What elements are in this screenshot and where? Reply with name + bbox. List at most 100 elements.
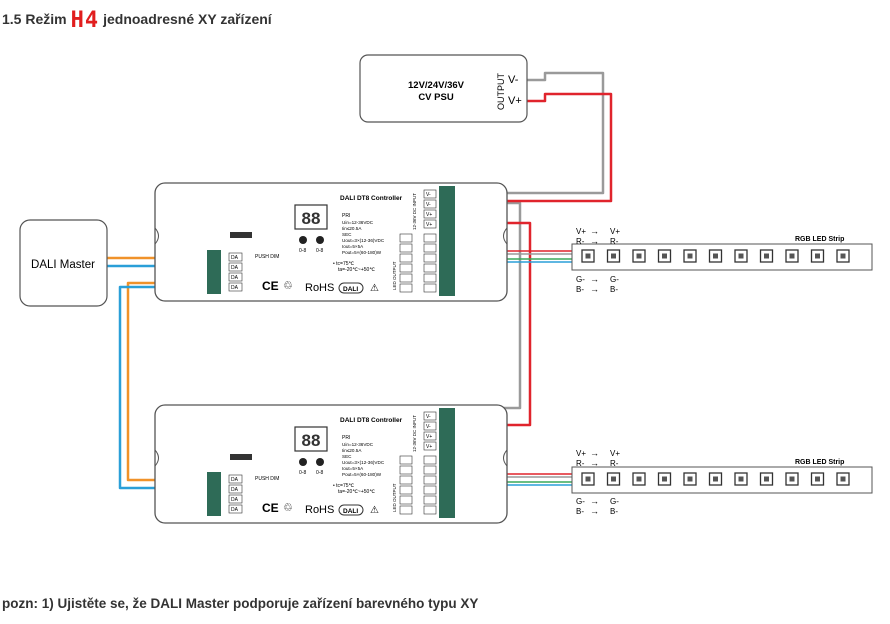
led-chip-core	[662, 253, 667, 259]
psu-line2: CV PSU	[418, 92, 454, 103]
map-g-right-lower: G-	[610, 497, 619, 506]
dali-pin-3: DA	[231, 275, 239, 281]
rohs-label: RoHS	[305, 282, 334, 294]
temp-line-2: ta=-20℃~+50℃	[338, 267, 375, 273]
pin-label-2: V-	[426, 202, 431, 208]
strip-label-lower: RGB LED Strip	[795, 459, 844, 466]
psu-output-label: OUTPUT	[496, 73, 506, 111]
pin-label-2-lower: V-	[426, 424, 431, 430]
spec-line-4: Uout=3×(12-36)VDC	[342, 238, 385, 243]
digit-display	[294, 204, 328, 230]
dali-logo-text: DALI	[343, 286, 358, 293]
led-output-label-lower: LED OUTPUT	[392, 483, 397, 512]
dali-master-box: DALI Master	[19, 219, 108, 307]
digit-readout-lower: 88	[302, 431, 321, 450]
led-chip-core	[687, 476, 693, 482]
button-right[interactable]	[316, 236, 324, 244]
led-chip-core	[713, 476, 718, 482]
arrow-icon: →	[590, 236, 599, 246]
output-terminal-lower	[439, 408, 455, 518]
led-chip-core	[636, 253, 642, 259]
map-r-right-lower: R-	[610, 459, 619, 468]
spec-line-1-lower: Uin=12-36VDC	[342, 442, 374, 447]
digit-display-lower	[294, 426, 328, 452]
map-b-right: B-	[610, 285, 618, 294]
led-chip-core	[738, 253, 744, 259]
led-chip-core	[738, 476, 744, 482]
led-chip-core	[764, 476, 769, 482]
map-vplus-right-lower: V+	[610, 449, 620, 458]
pin-label-4: V+	[426, 222, 432, 228]
button-left-label-lower: 0-8	[299, 470, 306, 476]
controller-title-lower: DALI DT8 Controller	[340, 417, 403, 424]
led-chip-core	[815, 476, 820, 482]
map-b-left-lower: B-	[576, 507, 584, 516]
spec-line-6: Pout=5×(60-180)W	[342, 250, 382, 255]
led-chip-core	[636, 476, 642, 482]
arrow-icon: →	[590, 448, 599, 458]
led-row	[581, 249, 850, 263]
dali-terminal-lower	[207, 472, 221, 516]
psu-vplus-label: V+	[508, 95, 522, 107]
map-r-right: R-	[610, 237, 619, 246]
button-left-lower[interactable]	[299, 458, 307, 466]
temp-line-1: • tc=75℃	[333, 261, 355, 267]
map-vplus-left-lower: V+	[576, 449, 586, 458]
spec-line-1: Uin=12-36VDC	[342, 220, 374, 225]
spec-line-2: Iin≤20.5A	[342, 226, 362, 231]
spec-line-5: Iout=5×5A	[342, 244, 364, 249]
dali-logo-lower	[338, 504, 364, 516]
spec-line-3-lower: SEC	[342, 454, 352, 459]
spec-pri: PRI	[342, 213, 350, 219]
footnote: pozn: 1) Ujistěte se, že DALI Master pod…	[2, 596, 479, 611]
spec-line-3: SEC	[342, 232, 352, 237]
led-chip-core	[840, 476, 846, 482]
led-row	[581, 472, 850, 486]
strip-label: RGB LED Strip	[795, 236, 844, 243]
arrow-icon: →	[590, 458, 599, 468]
title-suffix: jednoadresné XY zařízení	[103, 11, 272, 27]
pin-label-1-lower: V-	[426, 414, 431, 420]
arrow-icon: →	[590, 284, 599, 294]
led-chip-core	[840, 253, 846, 259]
spec-line-6-lower: Pout=5×(60-180)W	[342, 472, 382, 477]
temp-line-2-lower: ta=-20℃~+50℃	[338, 489, 375, 495]
led-chip-core	[662, 476, 667, 482]
dali-logo	[338, 282, 364, 294]
button-left-label: 0-8	[299, 248, 306, 254]
button-right-label: 0-8	[316, 248, 323, 254]
spec-line-2-lower: Iin≤20.5A	[342, 448, 362, 453]
psu-line1: 12V/24V/36V	[408, 80, 465, 91]
dali-pin-2-lower: DA	[231, 487, 239, 493]
button-right-lower[interactable]	[316, 458, 324, 466]
map-r-left-lower: R-	[576, 459, 585, 468]
psu-vminus-label: V-	[508, 74, 519, 86]
ce-mark: CE	[262, 279, 279, 293]
dali-terminal-upper	[207, 250, 221, 294]
dali-logo-text-lower: DALI	[343, 508, 358, 515]
led-strip-lower: RGB LED Strip V+ V+ R- R- G- G- B- B- → …	[571, 448, 873, 516]
pin-label-3-lower: V+	[426, 434, 432, 440]
dali-pin-2: DA	[231, 265, 239, 271]
push-dim-label-lower: PUSH DIM	[255, 476, 279, 482]
dc-input-label: 12-36V DC INPUT	[412, 193, 417, 230]
button-left[interactable]	[299, 236, 307, 244]
wire-psu-vminus	[455, 71, 605, 195]
led-output-label: LED OUTPUT	[392, 261, 397, 290]
psu-box: 12V/24V/36V CV PSU OUTPUT V- V+	[359, 54, 528, 123]
led-chip-core	[789, 476, 795, 482]
led-chip-core	[713, 253, 718, 259]
title-prefix: 1.5 Režim	[2, 11, 67, 27]
spec-line-5-lower: Iout=5×5A	[342, 466, 364, 471]
dali-pin-3-lower: DA	[231, 497, 239, 503]
rohs-label-lower: RoHS	[305, 504, 334, 516]
map-b-left: B-	[576, 285, 584, 294]
led-chip-core	[764, 253, 769, 259]
spec-pri-lower: PRI	[342, 435, 350, 441]
led-chip-core	[585, 253, 591, 259]
weee-icon: ♲	[283, 280, 293, 292]
map-g-left: G-	[576, 275, 585, 284]
pin-label-4-lower: V+	[426, 444, 432, 450]
